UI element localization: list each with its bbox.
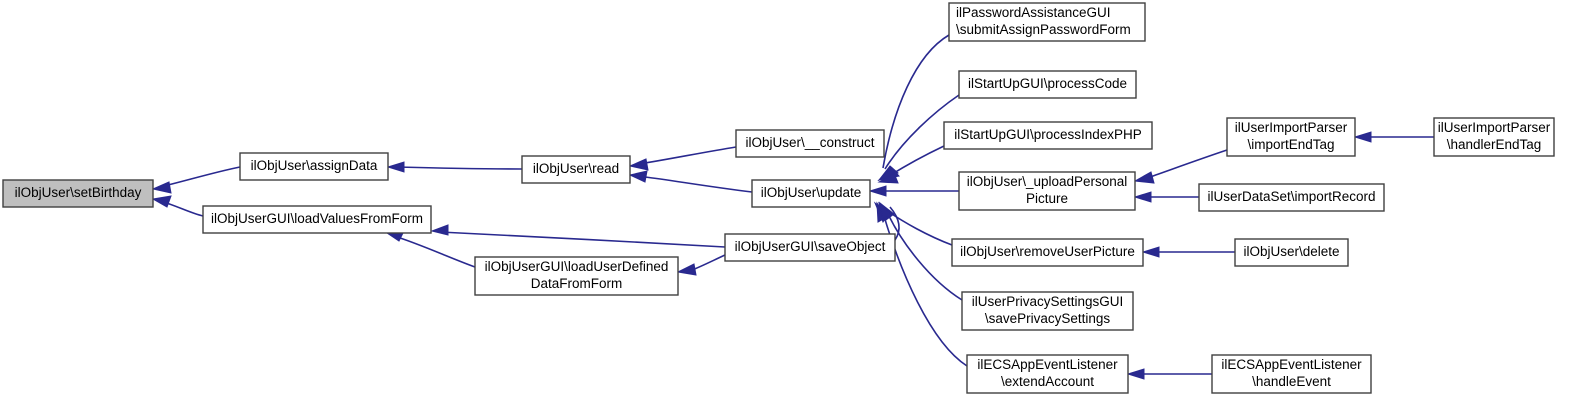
graph-node-construct[interactable]: ilObjUser\__construct (735, 129, 885, 158)
node-label: ilStartUpGUI\processIndexPHP (954, 127, 1142, 142)
node-box[interactable] (521, 155, 631, 184)
node-label: \handlerEndTag (1447, 137, 1542, 152)
node-label: ilObjUserGUI\saveObject (735, 239, 886, 254)
node-label: ilObjUser\delete (1243, 244, 1339, 259)
node-label: ilUserDataSet\importRecord (1207, 189, 1375, 204)
arrowhead-icon (1126, 368, 1145, 380)
call-edge-processCode-to-update (884, 94, 960, 170)
graph-node-importEndTag[interactable]: ilUserImportParser \importEndTag (1226, 117, 1356, 157)
arrowhead-icon (868, 185, 887, 197)
node-box[interactable] (724, 233, 896, 262)
edges-layer (151, 34, 1435, 380)
call-edge-construct-to-read (644, 146, 737, 164)
call-edge-read-to-assignData (395, 166, 523, 170)
node-label: ilPasswordAssistanceGUI (956, 5, 1111, 20)
graph-node-update[interactable]: ilObjUser\update (751, 179, 871, 208)
graph-node-handlerEndTag[interactable]: ilUserImportParser \handlerEndTag (1433, 117, 1555, 157)
node-box[interactable] (202, 205, 432, 234)
arrowhead-icon (676, 263, 697, 276)
call-edge-saveObject-to-update (889, 206, 900, 241)
node-label: \savePrivacySettings (985, 311, 1111, 326)
node-label: DataFromForm (531, 276, 623, 291)
nodes-layer: ilObjUser\setBirthday ilObjUser\assignDat… (2, 2, 1555, 394)
node-label: ilECSAppEventListener (977, 357, 1118, 372)
node-box[interactable] (948, 2, 1146, 42)
node-box[interactable] (951, 238, 1144, 267)
node-box[interactable] (1198, 183, 1385, 212)
arrowhead-icon (151, 181, 172, 194)
node-label: \handleEvent (1252, 374, 1331, 389)
node-box[interactable] (966, 354, 1129, 394)
node-label: ilStartUpGUI\processCode (968, 76, 1127, 91)
node-label: \importEndTag (1247, 137, 1334, 152)
arrowhead-icon (628, 158, 649, 171)
node-label: ilObjUser\assignData (251, 158, 378, 173)
node-box[interactable] (751, 179, 871, 208)
node-box[interactable] (961, 291, 1134, 331)
node-label: ilUserImportParser (1235, 120, 1348, 135)
graph-node-removeUserPicture[interactable]: ilObjUser\removeUserPicture (951, 238, 1144, 267)
graph-node-read[interactable]: ilObjUser\read (521, 155, 631, 184)
arrowhead-icon (386, 161, 405, 173)
node-box[interactable] (474, 256, 679, 296)
call-edge-saveObject-to-loadUserDefinedDataFromForm (691, 254, 726, 271)
call-edge-savePrivacySettings-to-update (887, 213, 963, 301)
node-label: ilUserImportParser (1438, 120, 1551, 135)
node-box[interactable] (735, 129, 885, 158)
graph-node-importRecord[interactable]: ilUserDataSet\importRecord (1198, 183, 1385, 212)
graph-node-assignData[interactable]: ilObjUser\assignData (239, 152, 389, 181)
arrowhead-icon (1133, 171, 1155, 184)
node-box[interactable] (943, 121, 1153, 150)
graph-node-delete[interactable]: ilObjUser\delete (1234, 238, 1349, 267)
arrowhead-icon (1353, 131, 1372, 143)
node-label: ilObjUser\read (533, 161, 619, 176)
arrowhead-icon (151, 195, 172, 208)
node-box[interactable] (958, 171, 1136, 211)
node-box[interactable] (1433, 117, 1555, 157)
node-label: ilObjUserGUI\loadUserDefined (485, 259, 669, 274)
arrowhead-icon (1141, 246, 1160, 258)
graph-node-handleEvent[interactable]: ilECSAppEventListener \handleEvent (1211, 354, 1372, 394)
graph-node-loadValuesFromForm[interactable]: ilObjUserGUI\loadValuesFromForm (202, 205, 432, 234)
node-label: ilObjUser\removeUserPicture (960, 244, 1135, 259)
graph-node-saveObject[interactable]: ilObjUserGUI\saveObject (724, 233, 896, 262)
arrowhead-icon (430, 224, 449, 236)
node-box[interactable] (1234, 238, 1349, 267)
call-edge-assignData-to-setBirthday (159, 166, 241, 188)
node-label: \extendAccount (1001, 374, 1094, 389)
graph-node-setBirthday[interactable]: ilObjUser\setBirthday (2, 179, 154, 208)
node-box[interactable] (958, 70, 1137, 99)
node-label: ilObjUser\update (761, 185, 862, 200)
node-label: Picture (1026, 191, 1068, 206)
graph-node-savePrivacySettings[interactable]: ilUserPrivacySettingsGUI \savePrivacySett… (961, 291, 1134, 331)
node-box[interactable] (2, 179, 154, 208)
node-label: ilUserPrivacySettingsGUI (972, 294, 1124, 309)
graph-node-submitAssignPasswordForm[interactable]: ilPasswordAssistanceGUI \submitAssignPass… (948, 2, 1146, 42)
graph-node-processCode[interactable]: ilStartUpGUI\processCode (958, 70, 1137, 99)
node-label: ilECSAppEventListener (1221, 357, 1362, 372)
arrowhead-icon (878, 201, 893, 220)
node-label: ilObjUser\__construct (745, 135, 874, 150)
node-label: \submitAssignPasswordForm (956, 22, 1131, 37)
call-edge-importEndTag-to-uploadPersonalPicture (1149, 149, 1228, 178)
node-box[interactable] (1211, 354, 1372, 394)
arrowhead-icon (1133, 191, 1152, 203)
call-edge-loadUserDefinedDataFromForm-to-loadValuesFromForm (393, 235, 476, 268)
node-box[interactable] (239, 152, 389, 181)
arrowhead-icon (628, 170, 648, 183)
node-label: ilObjUserGUI\loadValuesFromForm (211, 211, 423, 226)
graph-node-processIndexPHP[interactable]: ilStartUpGUI\processIndexPHP (943, 121, 1153, 150)
call-edge-submitAssignPasswordForm-to-update (882, 34, 950, 169)
call-edge-update-to-read (644, 176, 753, 193)
call-edge-saveObject-to-loadValuesFromForm (439, 231, 726, 248)
graph-node-extendAccount[interactable]: ilECSAppEventListener \extendAccount (966, 354, 1129, 394)
node-label: ilObjUser\setBirthday (15, 185, 142, 200)
node-box[interactable] (1226, 117, 1356, 157)
node-label: ilObjUser\_uploadPersonal (967, 174, 1128, 189)
arrowhead-icon (877, 172, 899, 184)
